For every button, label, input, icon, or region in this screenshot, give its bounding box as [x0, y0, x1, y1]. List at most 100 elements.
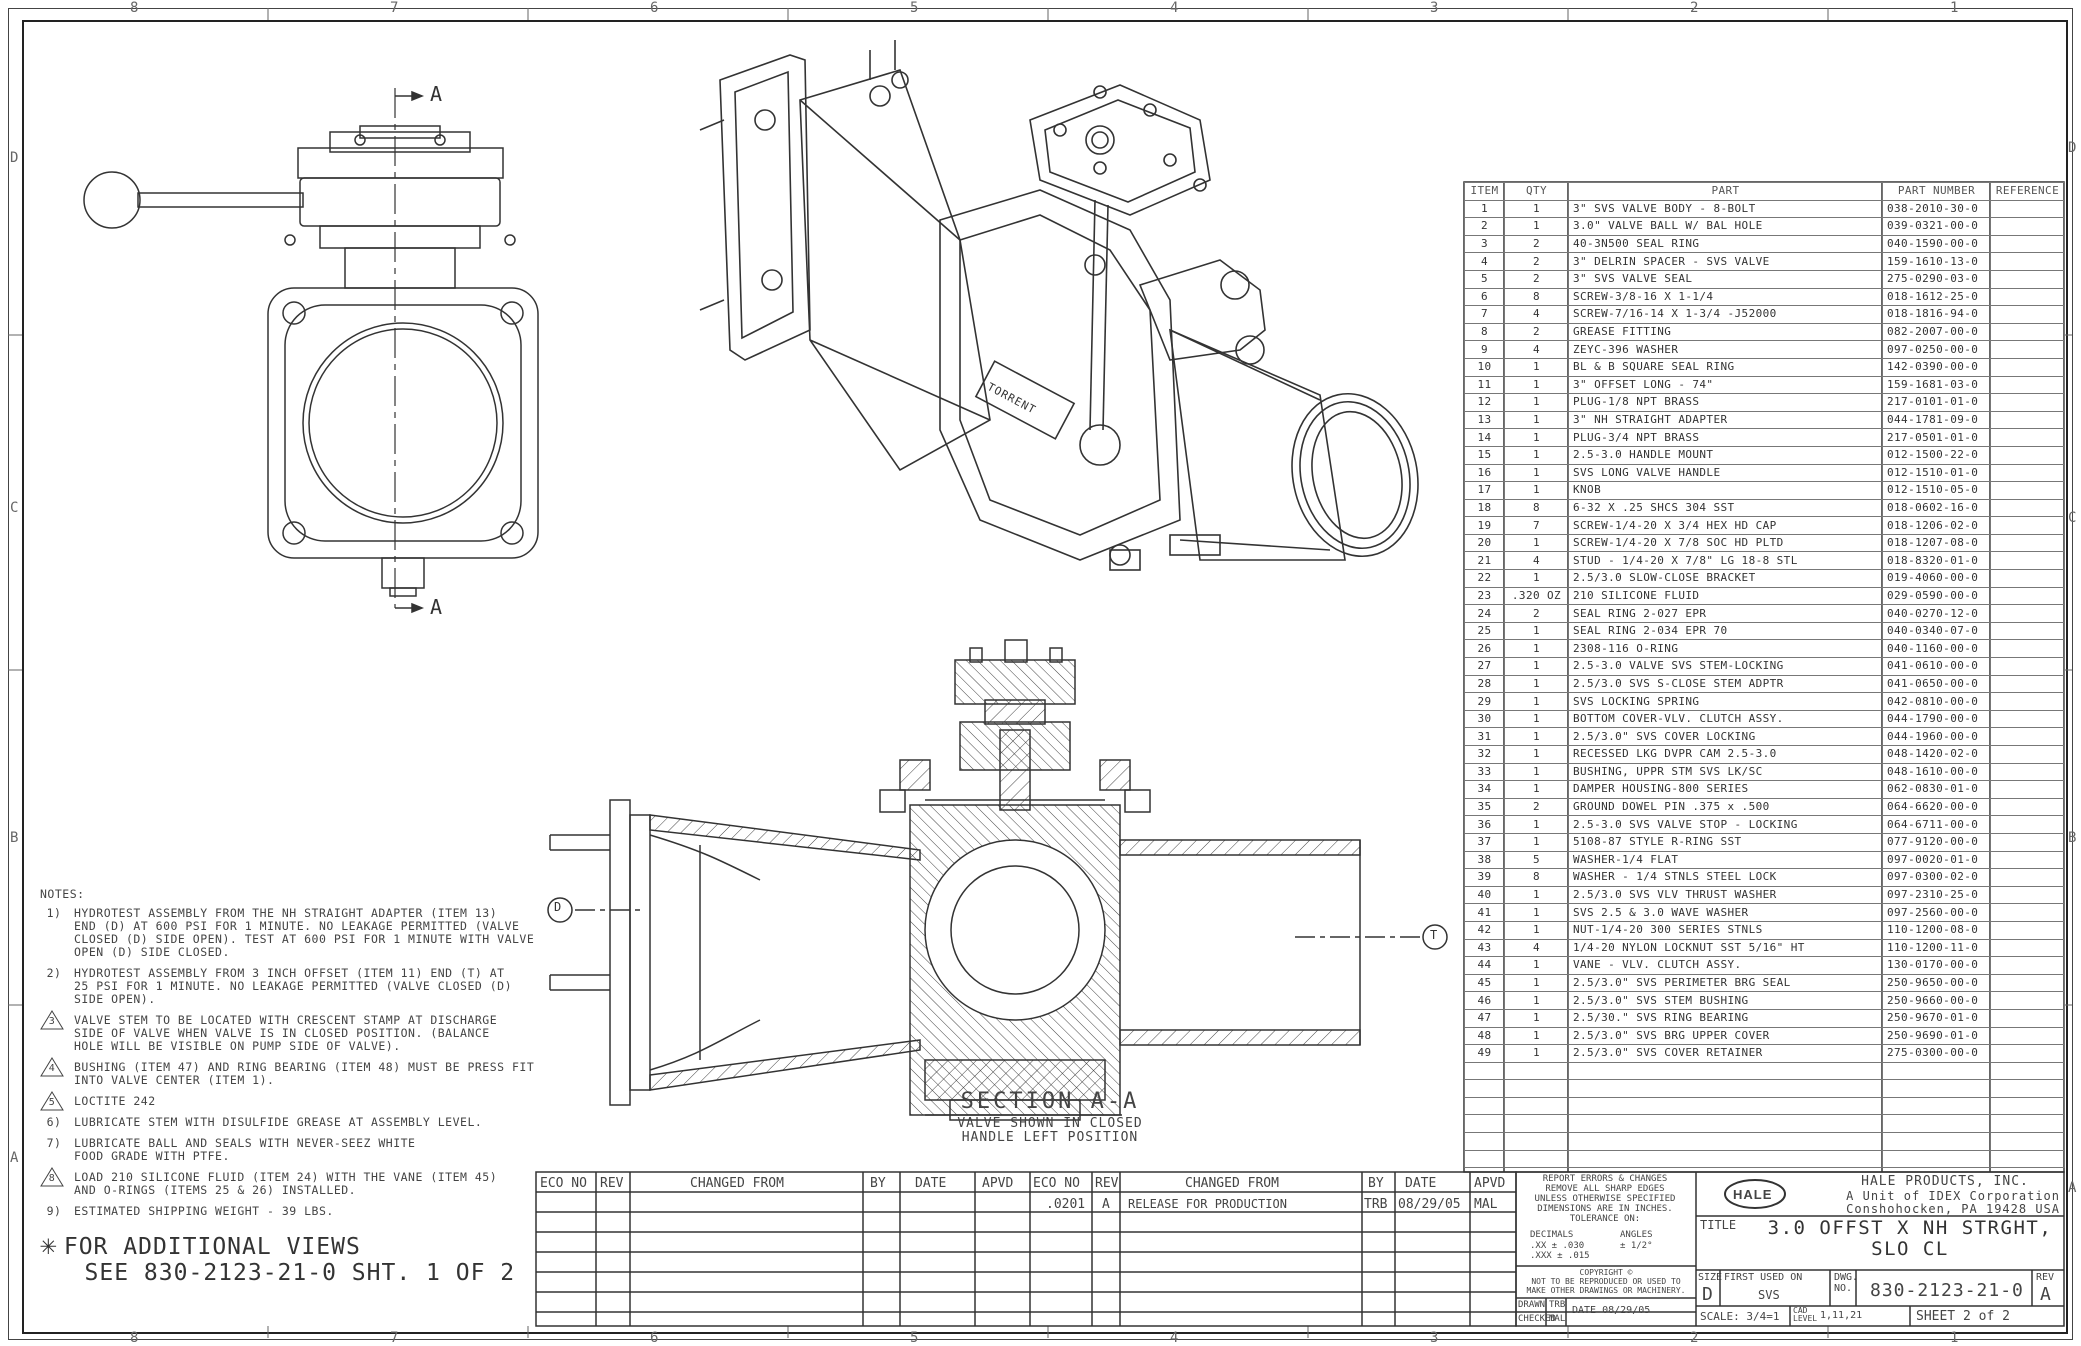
zone-bottom-1: 1 [1950, 1330, 1959, 1346]
bom-reference [1990, 217, 2065, 236]
bom-part-number: 044-1790-00-0 [1882, 709, 1991, 729]
bom-part-number: 250-9670-01-0 [1882, 1008, 1991, 1028]
bom-qty: 1 [1504, 727, 1569, 746]
note-item: 1)HYDROTEST ASSEMBLY FROM THE NH STRAIGH… [40, 907, 550, 959]
sheet-size: D [1702, 1284, 1713, 1305]
bom-item: 3 [1464, 234, 1505, 254]
sheet-outer-border [8, 8, 2073, 1340]
bom-reference [1990, 815, 2065, 834]
rev-right-eco: ECO NO [1033, 1176, 1080, 1191]
cad-level-label: CAD LEVEL [1793, 1306, 1818, 1323]
bom-header-part: PART [1568, 182, 1883, 201]
bom-item: 49 [1464, 1044, 1505, 1063]
bom-part-number: 041-0610-00-0 [1882, 657, 1991, 676]
bom-reference [1990, 586, 2065, 606]
zone-bottom-7: 7 [390, 1330, 399, 1346]
bom-reference [1990, 445, 2065, 465]
bom-reference [1990, 621, 2065, 641]
bom-reference [1990, 903, 2065, 922]
bom-part: 2.5/3.0" SVS PERIMETER BRG SEAL [1568, 973, 1883, 993]
bom-part-number: 097-2310-25-0 [1882, 885, 1991, 905]
bom-part-number: 042-0810-00-0 [1882, 692, 1991, 711]
bom-part-number: 040-1160-00-0 [1882, 639, 1991, 659]
bom-part: SVS LONG VALVE HANDLE [1568, 463, 1883, 483]
bom-qty: 2 [1504, 269, 1569, 289]
note-text: LUBRICATE BALL AND SEALS WITH NEVER-SEEZ… [74, 1136, 416, 1163]
bom-empty-cell [1504, 1096, 1569, 1116]
bom-part: 3" SVS VALVE BODY - 8-BOLT [1568, 199, 1883, 219]
bom-item: 14 [1464, 428, 1505, 447]
bom-part: SVS 2.5 & 3.0 WAVE WASHER [1568, 903, 1883, 922]
bom-qty: 1 [1504, 639, 1569, 659]
bom-part: 2.5-3.0 SVS VALVE STOP - LOCKING [1568, 815, 1883, 834]
title-label: TITLE [1700, 1218, 1737, 1232]
bom-reference [1990, 481, 2065, 500]
drawn-by: TRB [1549, 1300, 1566, 1310]
bom-reference [1990, 762, 2065, 782]
bom-item: 1 [1464, 199, 1505, 219]
bom-qty: 1 [1504, 569, 1569, 588]
bom-item: 10 [1464, 357, 1505, 377]
bom-header-row: ITEM QTY PART PART NUMBER REFERENCE [1464, 182, 2065, 201]
bom-part-number: 082-2007-00-0 [1882, 322, 1991, 342]
bom-part: SEAL RING 2-034 EPR 70 [1568, 621, 1883, 641]
bom-empty-row [1464, 1079, 2065, 1098]
bom-empty-cell [1882, 1149, 1991, 1169]
bom-part-number: 064-6620-00-0 [1882, 797, 1991, 817]
bom-reference [1990, 604, 2065, 623]
bom-part-number: 097-0020-01-0 [1882, 850, 1991, 870]
rev-left-by: BY [870, 1176, 886, 1191]
bom-part-number: 110-1200-08-0 [1882, 920, 1991, 940]
bom-item: 24 [1464, 604, 1505, 623]
rev-left-date: DATE [915, 1176, 947, 1191]
section-marker-bottom: A [430, 595, 443, 619]
bom-part: BOTTOM COVER-VLV. CLUTCH ASSY. [1568, 709, 1883, 729]
note-number: 2) [46, 966, 62, 980]
bom-part: SVS LOCKING SPRING [1568, 692, 1883, 711]
bom-reference [1990, 797, 2065, 817]
bom-part: 2.5/3.0" SVS COVER RETAINER [1568, 1044, 1883, 1063]
bom-part: 5108-87 STYLE R-RING SST [1568, 832, 1883, 852]
bom-qty: 2 [1504, 252, 1569, 271]
bom-reference [1990, 498, 2065, 518]
zone-top-5: 5 [910, 0, 919, 16]
bom-reference [1990, 1008, 2065, 1028]
bom-part: 2.5/3.0" SVS COVER LOCKING [1568, 727, 1883, 746]
bom-empty-cell [1568, 1114, 1883, 1134]
note-text: LOAD 210 SILICONE FLUID (ITEM 24) WITH T… [74, 1170, 498, 1197]
bom-item: 5 [1464, 269, 1505, 289]
bom-item: 9 [1464, 340, 1505, 359]
bom-part: RECESSED LKG DVPR CAM 2.5-3.0 [1568, 745, 1883, 764]
bom-part: PLUG-3/4 NPT BRASS [1568, 428, 1883, 447]
rev-left-eco: ECO NO [540, 1176, 587, 1191]
bom-part-number: 040-0340-07-0 [1882, 621, 1991, 641]
bom-empty-cell [1464, 1114, 1505, 1134]
outlet-tag: T [1430, 928, 1438, 942]
bom-part-number: 250-9660-00-0 [1882, 991, 1991, 1010]
zone-bottom-6: 6 [650, 1330, 659, 1346]
bom-part-number: 018-1612-25-0 [1882, 287, 1991, 307]
bom-qty: 2 [1504, 797, 1569, 817]
bom-item: 36 [1464, 815, 1505, 834]
first-used-value: SVS [1758, 1288, 1780, 1302]
bom-part: 2.5/3.0 SVS VLV THRUST WASHER [1568, 885, 1883, 905]
bom-header-reference: REFERENCE [1990, 182, 2065, 201]
scale: SCALE: 3/4=1 [1700, 1310, 1780, 1323]
tolerance-three-place: .XXX ± .015 [1530, 1251, 1590, 1261]
bom-part-number: 038-2010-30-0 [1882, 199, 1991, 219]
bom-part: PLUG-1/8 NPT BRASS [1568, 393, 1883, 412]
bom-qty: 1 [1504, 217, 1569, 236]
bom-part-number: 110-1200-11-0 [1882, 938, 1991, 958]
bom-empty-cell [1504, 1114, 1569, 1134]
bom-part-number: 217-0101-01-0 [1882, 393, 1991, 412]
